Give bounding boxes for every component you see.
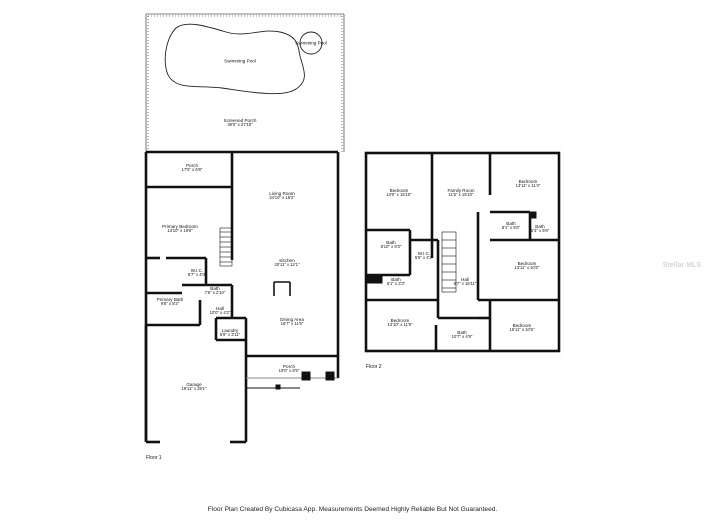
room-porch-rear: Porch 17'5" x 6'8": [181, 162, 203, 173]
room-bedroom-a: Bedroom 13'0" x 15'10": [386, 187, 412, 198]
room-bedroom-d: Bedroom 13'10" x 11'9": [387, 317, 413, 328]
watermark-logo: Stellar MLS: [662, 262, 701, 269]
room-garage: Garage 19'11" x 29'1": [181, 381, 207, 392]
room-hall-1: Hall 10'0" x 4'2": [209, 305, 231, 316]
room-bath-1: Bath 7'6" x 2'10": [204, 285, 226, 296]
floor-2-label: Floor 2: [366, 364, 382, 370]
room-bedroom-c: Bedroom 13'11" x 10'0": [514, 260, 540, 271]
pool-shape: [164, 23, 305, 95]
kitchen-island: [273, 281, 291, 296]
room-bath-2d: Bath 5'1" x 3'3": [386, 276, 406, 287]
floor-1-plan: [144, 13, 345, 444]
room-porch-front: Porch 19'0" x 8'5": [278, 363, 300, 374]
stairs-floor-1: [219, 227, 233, 267]
room-bath-2c: Bath 8'10" x 8'3": [380, 239, 402, 250]
disclaimer-footer: Floor Plan Created By Cubicasa App. Meas…: [207, 506, 498, 513]
room-kitchen: Kitchen 20'11" x 12'1": [274, 257, 300, 268]
room-wic-2: W.I.C. 5'6" x 4'2": [414, 250, 434, 261]
floor-2-stair-void: [365, 274, 383, 284]
room-living-room: Living Room 24'10" x 18'2": [269, 190, 295, 201]
room-bedroom-e: Bedroom 15'11" x 10'6": [509, 322, 535, 333]
room-spa: Swimming Pool: [295, 40, 327, 46]
floor-1-label: Floor 1: [146, 455, 162, 461]
screened-porch-enclosure: [145, 13, 345, 152]
room-wic-1: W.I.C. 6'7" x 4'0": [187, 267, 207, 278]
room-primary-bedroom: Primary Bedroom 13'10" x 19'5": [162, 223, 198, 234]
room-swimming-pool: Swimming Pool: [224, 58, 256, 64]
floor-2-column: [529, 211, 537, 219]
stairs-floor-2: [441, 231, 457, 293]
front-porch: [246, 371, 338, 390]
room-primary-bath: Primary Bath 9'8" x 8'2": [156, 296, 184, 307]
room-dining-area: Dining Area 18'7" x 11'5": [280, 316, 304, 327]
room-hall-2: Hall 8'7" x 18'11": [453, 276, 477, 287]
floor-2-plan: [364, 151, 561, 353]
spa-shape: [299, 31, 323, 55]
room-bath-2e: Bath 10'7" x 4'9": [451, 329, 473, 340]
room-bath-2b: Bath 5'4" x 5'6": [530, 223, 550, 234]
room-laundry: Laundry 5'9" x 3'11": [219, 327, 241, 338]
room-bath-2a: Bath 8'1" x 5'6": [501, 220, 521, 231]
room-family-room: Family Room 11'5" x 15'10": [447, 187, 475, 198]
room-bedroom-b: Bedroom 13'11" x 11'4": [515, 178, 541, 189]
room-screened-porch: Screened Porch 39'0" x 27'10": [223, 117, 257, 128]
